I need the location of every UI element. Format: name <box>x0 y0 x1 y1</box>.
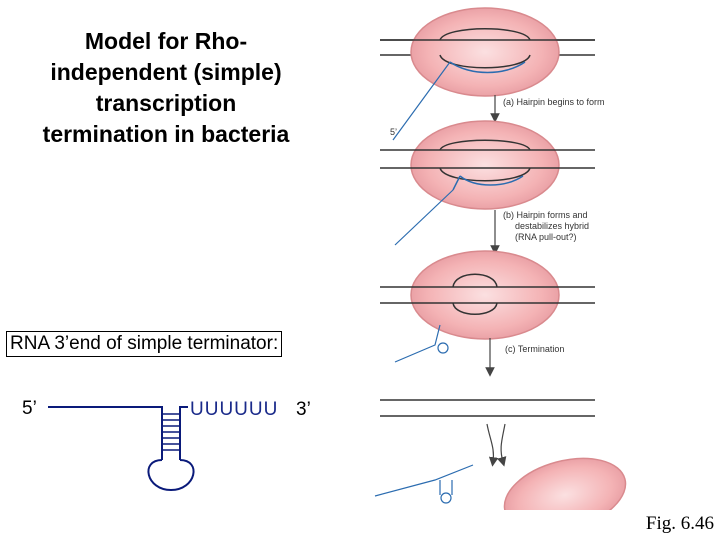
termination-model-figure: 5’ (a) Hairpin begins to form (b) Hairpi… <box>374 7 627 510</box>
rna-polymerase <box>410 7 560 97</box>
step-b-label-line-3: (RNA pull-out?) <box>515 232 577 242</box>
released-rna-hairpin-stem <box>439 480 453 495</box>
transcription-bubble-bottom <box>439 167 531 182</box>
nascent-rna <box>394 189 454 246</box>
panel-a-elongation: 5’ (a) Hairpin begins to form <box>380 7 605 141</box>
hairpin-u-tail-label: UUUUUU <box>190 399 279 420</box>
hairpin-three-prime-label: 3’ <box>296 399 311 420</box>
released-rna-hairpin-loop <box>440 492 452 504</box>
step-c-label: (c) Termination <box>505 344 564 354</box>
transcription-bubble-bottom <box>452 302 498 315</box>
transcription-bubble-top <box>452 273 498 288</box>
hairpin-heading: RNA 3’end of simple terminator: <box>6 331 283 357</box>
figure-reference: Fig. 6.46 <box>645 513 714 534</box>
rna-dna-hybrid <box>449 61 526 74</box>
step-b-label-line-1: (b) Hairpin forms and <box>503 210 588 220</box>
terminator-hairpin-diagram <box>48 406 195 492</box>
step-a-label: (a) Hairpin begins to form <box>503 97 605 107</box>
hairpin-stem <box>452 175 461 191</box>
panel-b-hairpin-forms: (b) Hairpin forms and destabilizes hybri… <box>380 120 595 255</box>
step-b-label-line-2: destabilizes hybrid <box>515 221 589 231</box>
rna-polymerase <box>410 120 560 210</box>
title-line: Model for Rho- <box>84 28 248 54</box>
rna-dna-hybrid <box>459 175 524 186</box>
released-rna <box>394 324 441 363</box>
released-rna <box>374 464 474 497</box>
panel-c-termination: (c) Termination <box>380 250 595 377</box>
panel-released-products <box>374 399 627 510</box>
nascent-rna <box>392 61 451 141</box>
transcription-bubble-top <box>439 139 531 151</box>
title-line: independent (simple) <box>50 59 282 85</box>
release-arrow-polymerase <box>497 423 507 467</box>
rna-downstream-strand <box>179 406 188 460</box>
hairpin-stem-rungs <box>162 413 180 451</box>
rna-polymerase <box>410 250 560 340</box>
hairpin-five-prime-label: 5’ <box>22 398 37 419</box>
five-prime-label: 5’ <box>390 127 397 137</box>
released-rna-polymerase <box>503 457 627 510</box>
title-line: termination in bacteria <box>42 121 290 147</box>
transcription-bubble-top <box>439 28 531 41</box>
rna-upstream-strand <box>48 406 163 460</box>
hairpin-loop <box>147 459 195 492</box>
hairpin-loop <box>437 342 449 354</box>
slide-title: Model for Rho- independent (simple) tran… <box>6 26 326 150</box>
release-arrow-rna <box>486 423 499 467</box>
title-line: transcription <box>95 90 237 116</box>
transcription-bubble-bottom <box>439 54 531 69</box>
